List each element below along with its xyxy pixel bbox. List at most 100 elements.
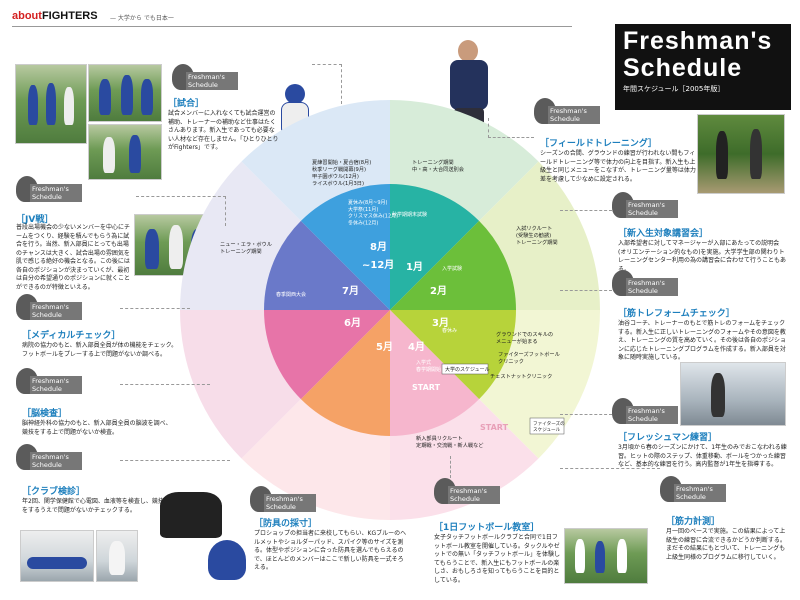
inner-sector-8 <box>300 184 390 310</box>
section-body-club: 年2回、関学保健館で心電図、血液等を検査し、競技をするうえで問題がないかチェック… <box>22 498 164 514</box>
freshman-badge: Freshman's Schedule <box>660 476 726 512</box>
photo-club-check-2 <box>96 530 138 582</box>
connector-freshman <box>560 414 612 415</box>
month-label-1: 1月 <box>406 261 423 273</box>
event-ground: グラウンドでのスキルのメニューが始まる <box>496 330 553 345</box>
schedule-wheel: 1月 2月 3月 4月 5月 6月 7月 8月 ~12月 夏練習開始・夏合宿(8… <box>180 100 600 520</box>
event-recruit: 入試リクルート(受験生の勧誘)トレーニング期間 <box>516 224 558 246</box>
section-brain: Freshman's Schedule ［脳検査］ 脳神経外科の協力のもと、新入… <box>16 368 176 438</box>
event-new-recruit: 新入部員リクルート定期戦・交流戦・新人戦など <box>416 434 484 449</box>
event-line: ニュー・エラ・ボウル <box>220 240 272 248</box>
freshman-badge: Freshman's Schedule <box>16 368 82 404</box>
event-line: ファイターズフットボール <box>498 350 560 358</box>
title-line2: Schedule <box>623 54 743 82</box>
photo-game-3 <box>88 124 162 180</box>
event-line: 定期戦・交流戦・新人戦など <box>416 441 484 449</box>
event-line: 甲子園ボウル(12月) <box>312 172 359 180</box>
section-title-equip: ［防具の採寸］ <box>254 519 318 529</box>
event-line: 春学期開始 <box>416 366 441 373</box>
event-line: トレーニング期間 <box>412 158 454 166</box>
event-line: 冬休み(12月) <box>348 219 378 226</box>
event-line: ライスボウル(1月3日) <box>312 179 364 187</box>
event-line: 入試リクルート <box>516 224 552 232</box>
section-title-flag: ［1日フットボール教室］ <box>434 523 540 533</box>
inner-sector-6 <box>264 310 390 400</box>
event-line: トレーニング期間 <box>220 247 262 255</box>
inner-sector-7 <box>264 220 390 310</box>
freshman-badge: Freshman's Schedule <box>612 398 678 434</box>
inner-sector-1 <box>390 184 480 310</box>
title-line1: Freshman's <box>623 27 773 55</box>
freshman-badge: Freshman's Schedule <box>16 294 82 330</box>
inner-sector-3 <box>390 310 516 400</box>
freshman-badge: Freshman's Schedule <box>534 98 600 134</box>
connector-jv <box>136 196 226 226</box>
event-training: トレーニング期間中・高・大合同送別会 <box>412 158 464 173</box>
section-weight: Freshman's Schedule ［筋トレフォームチェック］ 油谷コーチ、… <box>612 270 792 364</box>
inner-sector-2 <box>390 220 516 310</box>
section-title-fitness: ［筋力計測］ <box>666 517 721 527</box>
section-body-fitness: 月一回のペースで実施。この結果によって上級生の練習に合流できるかどうか判断する。… <box>666 528 786 561</box>
section-title-brain: ［脳検査］ <box>22 409 68 419</box>
connector-club <box>120 460 230 461</box>
section-body-seminar: 入部希望者に対してマネージャーが入部にあたっての説明会(オリエンテーション的なも… <box>618 240 787 273</box>
section-body-medical: 病院の協力のもと、新入部員全員が体の機能をチェック。フットボールをプレーする上で… <box>22 342 178 358</box>
section-body-jv: 普段出場機会の少ないメンバーを中心にチームをつくり、経験を積んでもらう為に試合を… <box>16 224 131 291</box>
event-line: ファイターズの <box>533 420 565 427</box>
section-body-equip: プロショップの担当者に来校してもらい、KGブルーのヘルメットやショルダーパッド、… <box>254 530 407 571</box>
fighters-sched-text: ファイターズのスケジュール <box>533 420 565 433</box>
event-fighters-clinic: ファイターズフットボールクリニック <box>498 350 560 365</box>
month-label-7: 7月 <box>342 285 359 297</box>
connector-brain <box>120 384 210 385</box>
section-club: Freshman's Schedule ［クラブ検診］ 年2回、関学保健館で心電… <box>16 444 172 528</box>
event-line: 大学祭(11月) <box>348 206 378 213</box>
section-body-freshman: 3月頃から春のシーズンにかけて、1年生のみでおこなわれる練習。ヒットの際のステッ… <box>618 444 787 468</box>
event-line: クリニック <box>498 358 524 365</box>
event-spring-break: 春休み <box>442 327 457 334</box>
section-freshman: Freshman's Schedule ［フレッシュマン練習］ 3月頃から春のシ… <box>612 398 792 478</box>
section-body-game: 試合メンバーに入れなくても試合運営の補助、トレーナーの補助など仕事はたくさんあり… <box>168 110 279 151</box>
event-exam: 秋学期期末試験 <box>392 211 427 218</box>
month-label-4: 4月 <box>408 341 425 353</box>
brand-logo: aboutFIGHTERS <box>12 10 98 22</box>
section-title-seminar: ［新入生対象講習会］ <box>618 229 709 239</box>
event-line: 新入部員リクルート <box>416 434 463 442</box>
event-line: 秋季リーグ戦開幕(9月) <box>312 165 366 173</box>
event-line: (受験生の勧誘) <box>516 231 551 239</box>
section-flag: Freshman's Schedule ［1日フットボール教室］ 女子タッチフッ… <box>430 478 564 590</box>
page-header: aboutFIGHTERS — 大学から でも日本一 <box>12 6 572 32</box>
section-body-weight: 油谷コーチ、トレーナーのもとで筋トレのフォームをチェックする。新入生に正しいトレ… <box>618 320 787 361</box>
inner-sector-4 <box>390 310 480 436</box>
event-line: 中・高・大合同送別会 <box>412 165 464 173</box>
title-subtitle: 年間スケジュール［2005年版］ <box>623 85 725 93</box>
section-title-club: ［クラブ検診］ <box>22 487 86 497</box>
freshman-badge: Freshman's Schedule <box>250 486 316 522</box>
photo-flag <box>564 528 648 584</box>
connector-game <box>312 64 342 104</box>
photo-field-training <box>697 114 785 194</box>
section-title-weight: ［筋トレフォームチェック］ <box>618 309 735 319</box>
month-label-9: ~12月 <box>362 259 394 271</box>
photo-game-2 <box>88 64 162 122</box>
section-fitness: Freshman's Schedule ［筋力計測］ 月一回のペースで実施。この… <box>660 476 792 588</box>
schedule-wheel-svg: 1月 2月 3月 4月 5月 6月 7月 8月 ~12月 夏練習開始・夏合宿(8… <box>180 100 600 520</box>
month-label-8: 8月 <box>370 241 387 253</box>
inner-sector-5 <box>300 310 390 436</box>
event-spring-game: 春季関西大会 <box>276 291 306 298</box>
event-line: チェストナットクリニック <box>490 373 552 380</box>
photo-game-1 <box>15 64 87 144</box>
section-equip: Freshman's Schedule ［防具の採寸］ プロショップの担当者に来… <box>250 486 418 586</box>
event-line: 夏練習開始・夏合宿(8月) <box>312 158 371 166</box>
section-body-brain: 脳神経外科の協力のもと、新入部員全員の脳波を調べ、競技をする上で問題がないか検査… <box>22 420 172 436</box>
event-new-year: ニュー・エラ・ボウルトレーニング期間 <box>220 240 272 255</box>
month-label-2: 2月 <box>430 285 447 297</box>
connector-flag <box>450 456 451 478</box>
connector-medical <box>120 308 190 309</box>
brand-subtitle: — 大学から でも日本一 <box>110 15 174 22</box>
helmet-illustration <box>208 540 246 580</box>
month-label-6: 6月 <box>344 317 361 329</box>
connector-weight <box>560 290 612 291</box>
event-line: トレーニング期間 <box>516 238 558 246</box>
section-title-freshman: ［フレッシュマン練習］ <box>618 433 718 443</box>
event-line: スケジュール <box>533 426 561 433</box>
